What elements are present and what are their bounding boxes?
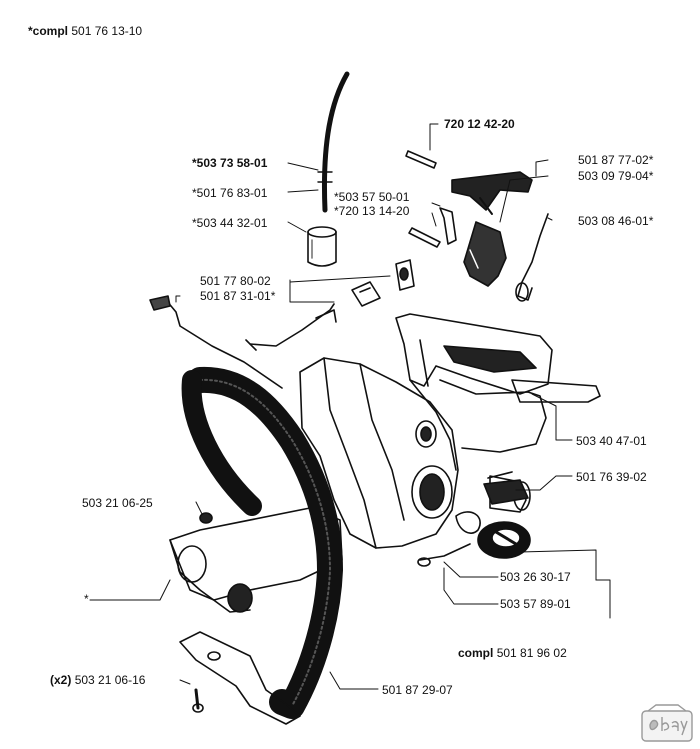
cap-strap [419,543,471,561]
part-label-720-13-14-20: *720 13 14-20 [334,204,410,218]
part-label-503-08-46-01: 503 08 46-01* [578,214,654,228]
part-label-720-12-42-20: 720 12 42-20 [444,117,515,131]
part-label-501-87-77-02: 501 87 77-02* [578,153,654,167]
header-number: 501 76 13-10 [71,24,143,38]
handle-bracket [179,631,301,725]
header-label: *compl 501 76 13-10 [28,24,142,38]
part-label-501-87-31-01: 501 87 31-01* [200,289,276,303]
part-label-503-73-58-01: *503 73 58-01 [192,156,268,170]
throttle-trigger [451,171,533,215]
throttle-lockout [463,221,507,287]
part-label-503-44-32-01: *503 44 32-01 [192,216,268,230]
part-label-503-57-50-01: *503 57 50-01 [334,190,410,204]
part-label-503-40-47-01: 503 40 47-01 [576,434,647,448]
spring-clip [439,207,457,245]
leader-lines [89,123,611,690]
pin-top [405,150,437,169]
header-prefix: *compl [28,24,69,38]
bolt [487,471,513,479]
screw-upper [199,512,213,524]
part-label-503-21-06-16: (x2) 503 21 06-16 [50,673,146,687]
handle-housing [395,313,553,471]
part-label-compl-501-81-96-02: compl 501 81 96 02 [458,646,567,660]
part-label-501-77-80-02: 501 77 80-02 [200,274,271,288]
fuel-filter [307,226,337,267]
screw-lower [192,688,204,713]
choke-rod [249,303,335,347]
fuel-cap [477,521,531,559]
buffer-bolt [483,479,529,505]
part-label-503-21-06-25: 503 21 06-25 [82,496,153,510]
part-label-501-76-83-01: *501 76 83-01 [192,186,268,200]
part-label-asterisk: * [84,592,89,606]
gasket [351,281,381,307]
rear-handle [511,379,601,403]
part-label-501-87-29-07: 501 87 29-07 [382,683,453,697]
buffer-grommet [395,259,415,291]
part-label-503-26-30-17: 503 26 30-17 [500,570,571,584]
tank-body [299,357,547,549]
ebay-logo-icon [641,704,693,742]
part-label-501-76-39-02: 501 76 39-02 [576,470,647,484]
fuel-hose [322,71,350,213]
part-label-503-09-79-04: 503 09 79-04* [578,169,654,183]
pin-lower [408,227,441,248]
o-ring [455,511,481,534]
torsion-spring [517,213,549,301]
part-label-503-57-89-01: 503 57 89-01 [500,597,571,611]
